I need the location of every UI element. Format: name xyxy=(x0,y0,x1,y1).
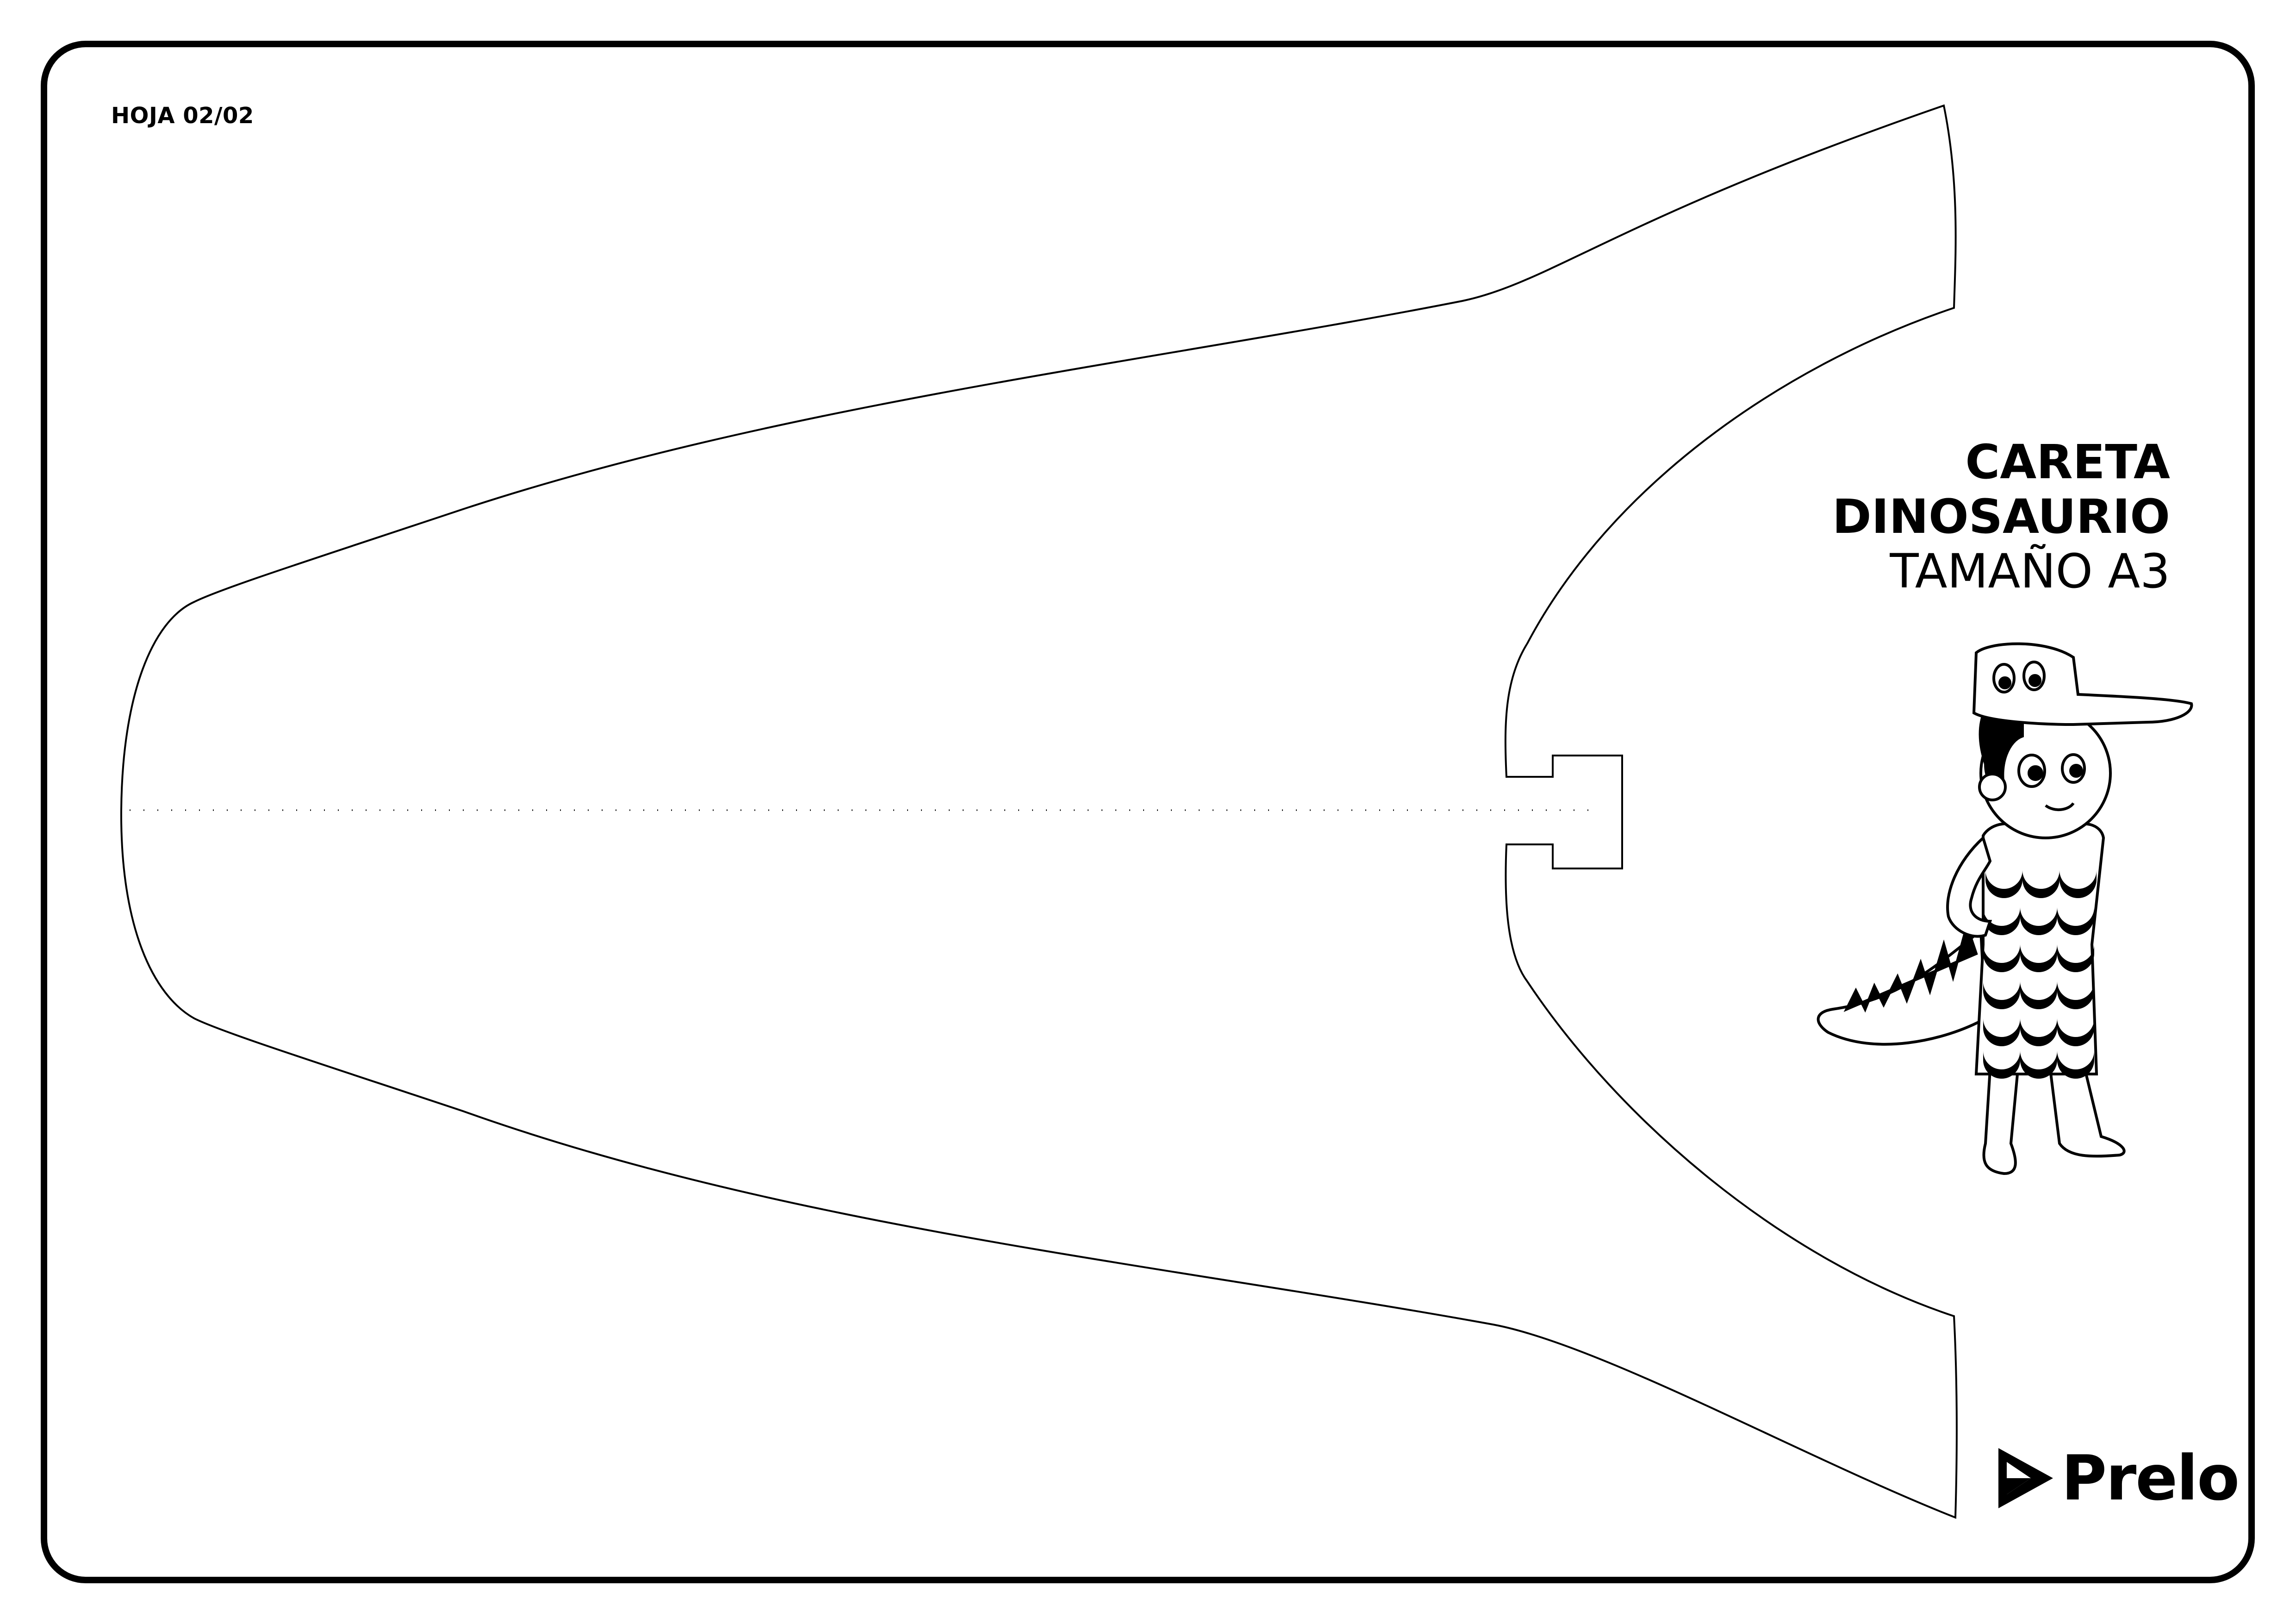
mouth xyxy=(2045,802,2075,812)
mask-right-pupil xyxy=(2028,674,2041,687)
sheet-number-label: HOJA 02/02 xyxy=(111,103,254,129)
title-line-careta: CARETA xyxy=(1965,435,2170,490)
ear xyxy=(1978,773,2007,801)
child-illustration xyxy=(1817,642,2193,1175)
right-pupil xyxy=(2069,764,2083,778)
title-line-dinosaurio: DINOSAURIO xyxy=(1832,489,2170,544)
mask-left-pupil xyxy=(1998,676,2011,689)
dress-scales xyxy=(1983,870,2097,1079)
left-pupil xyxy=(2028,765,2043,781)
title-block: CARETA DINOSAURIO TAMAÑO A3 xyxy=(1754,435,2170,599)
prelo-logo-icon xyxy=(1998,1448,2053,1508)
brand-name: Prelo xyxy=(2061,1442,2240,1514)
brand-logo: Prelo xyxy=(1998,1442,2240,1514)
snout-cutout-outline xyxy=(120,104,1958,1519)
arm xyxy=(1946,835,1992,938)
page-frame xyxy=(41,41,2255,1583)
title-line-size: TAMAÑO A3 xyxy=(1890,544,2170,599)
legs xyxy=(1982,1069,2126,1175)
